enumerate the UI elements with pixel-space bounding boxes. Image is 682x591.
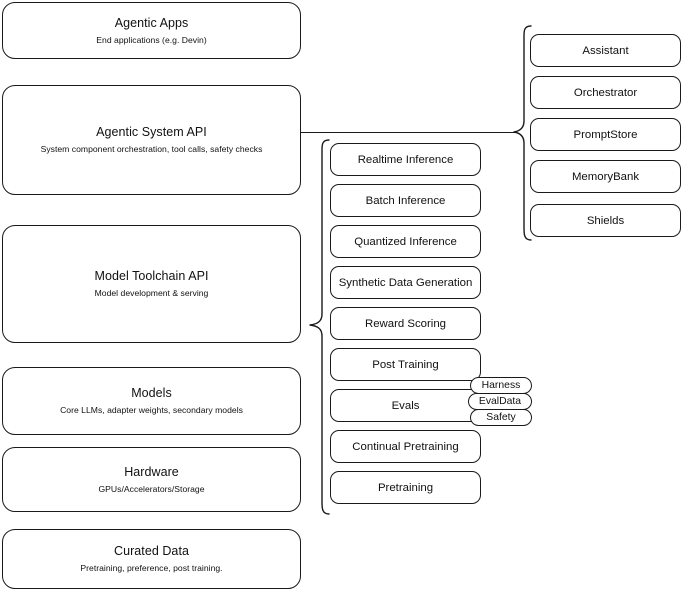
layer-title: Agentic System API	[96, 125, 207, 139]
layer-title: Curated Data	[114, 544, 189, 558]
layer-subtitle: GPUs/Accelerators/Storage	[98, 483, 205, 494]
toolchain-label: Reward Scoring	[364, 317, 447, 330]
system-component-box-promptstore[interactable]: PromptStore	[530, 118, 681, 151]
toolchain-box-realtime-inference[interactable]: Realtime Inference	[330, 143, 481, 176]
system-component-label: MemoryBank	[571, 170, 640, 183]
toolchain-label: Pretraining	[377, 481, 434, 494]
toolchain-box-reward-scoring[interactable]: Reward Scoring	[330, 307, 481, 340]
layer-subtitle: Core LLMs, adapter weights, secondary mo…	[60, 405, 243, 415]
layer-subtitle: Model development & serving	[94, 288, 209, 298]
toolchain-box-post-training[interactable]: Post Training	[330, 348, 481, 381]
toolchain-box-quantized-inference[interactable]: Quantized Inference	[330, 225, 481, 258]
system-component-box-shields[interactable]: Shields	[530, 204, 681, 237]
system-component-box-orchestrator[interactable]: Orchestrator	[530, 76, 681, 109]
layer-box-curated-data[interactable]: Curated Data Pretraining, preference, po…	[2, 529, 301, 589]
evals-tag-label: Harness	[481, 379, 521, 391]
brace-system-components	[512, 24, 534, 242]
toolchain-box-batch-inference[interactable]: Batch Inference	[330, 184, 481, 217]
evals-tag-label: Safety	[486, 411, 516, 423]
system-component-label: Assistant	[582, 44, 629, 57]
toolchain-label: Realtime Inference	[357, 153, 454, 166]
toolchain-label: Synthetic Data Generation	[338, 276, 473, 289]
layer-subtitle: System component orchestration, tool cal…	[40, 144, 263, 154]
connector-line-system-api-to-components	[301, 132, 515, 134]
system-component-label: PromptStore	[573, 128, 638, 141]
system-component-label: Orchestrator	[573, 86, 638, 99]
layer-subtitle: Pretraining, preference, post training.	[80, 563, 223, 573]
layer-box-agentic-apps[interactable]: Agentic Apps End applications (e.g. Devi…	[2, 2, 301, 59]
toolchain-label: Post Training	[372, 358, 439, 371]
layer-title: Models	[131, 386, 172, 400]
system-component-box-assistant[interactable]: Assistant	[530, 34, 681, 67]
layer-title: Agentic Apps	[114, 15, 189, 30]
toolchain-label: Batch Inference	[365, 194, 446, 207]
toolchain-label: Continual Pretraining	[352, 440, 459, 453]
toolchain-box-continual-pretraining[interactable]: Continual Pretraining	[330, 430, 481, 463]
toolchain-label: Quantized Inference	[354, 235, 457, 248]
system-component-box-memorybank[interactable]: MemoryBank	[530, 160, 681, 193]
layer-box-models[interactable]: Models Core LLMs, adapter weights, secon…	[2, 367, 301, 435]
layer-title: Model Toolchain API	[94, 269, 209, 283]
toolchain-label: Evals	[391, 399, 420, 412]
layer-box-model-toolchain-api[interactable]: Model Toolchain API Model development & …	[2, 225, 301, 343]
toolchain-box-evals[interactable]: Evals	[330, 389, 481, 422]
evals-tag-harness[interactable]: Harness	[470, 377, 532, 394]
evals-tag-safety[interactable]: Safety	[470, 409, 532, 426]
layer-box-hardware[interactable]: Hardware GPUs/Accelerators/Storage	[2, 447, 301, 512]
toolchain-box-synthetic-data-generation[interactable]: Synthetic Data Generation	[330, 266, 481, 299]
layer-title: Hardware	[124, 464, 179, 479]
evals-tag-evaldata[interactable]: EvalData	[468, 393, 532, 410]
layer-subtitle: End applications (e.g. Devin)	[96, 34, 207, 45]
system-component-label: Shields	[586, 214, 625, 227]
layer-box-agentic-system-api[interactable]: Agentic System API System component orch…	[2, 85, 301, 195]
toolchain-box-pretraining[interactable]: Pretraining	[330, 471, 481, 504]
evals-tag-label: EvalData	[478, 395, 522, 407]
brace-toolchain	[308, 138, 332, 516]
